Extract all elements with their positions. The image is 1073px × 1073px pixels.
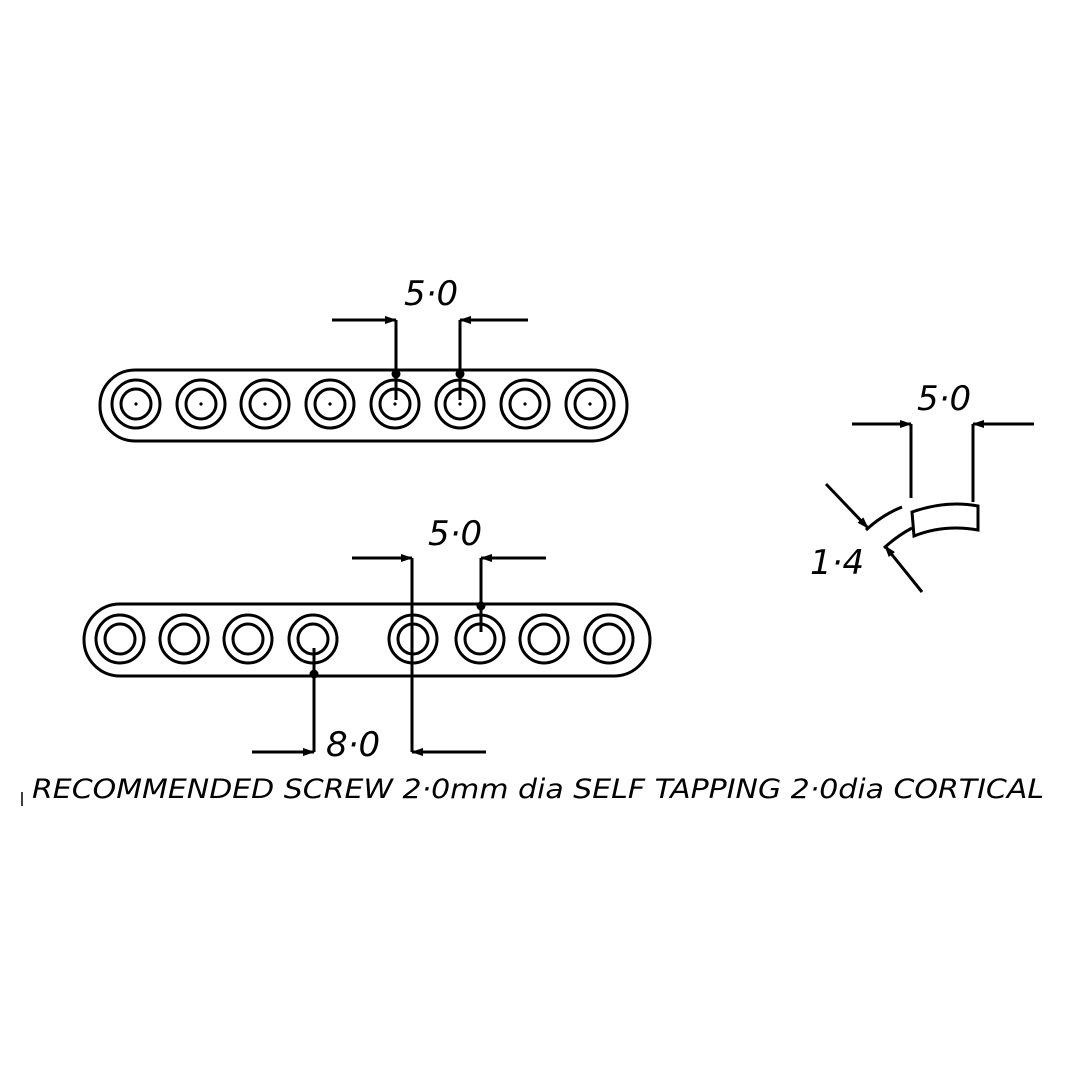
section-width-dimension — [852, 420, 1034, 502]
screw-hole — [222, 613, 274, 665]
section-detail: 5·0 1·4 — [810, 379, 1034, 593]
screw-hole — [239, 378, 291, 430]
bottom-plate: 5·0 8·0 — [82, 514, 652, 765]
plate-cross-section — [910, 502, 980, 539]
screw-hole — [583, 613, 635, 665]
screw-hole — [110, 378, 162, 430]
section-thickness-label: 1·4 — [810, 543, 864, 583]
top-plate: 5·0 — [98, 274, 629, 443]
top-plate-outline — [98, 368, 629, 443]
screw-hole — [499, 378, 551, 430]
screw-hole — [518, 613, 570, 665]
bottom-plate-outline — [82, 602, 652, 678]
bottom-spacing-dimension — [352, 554, 546, 752]
bone-curve — [864, 505, 913, 550]
bottom-plate-holes — [94, 613, 635, 665]
center-spacing-label: 8·0 — [326, 725, 380, 765]
drawing-caption: RECOMMENDED SCREW 2·0mm dia SELF TAPPING… — [32, 774, 1044, 805]
top-plate-holes — [110, 378, 616, 430]
section-thickness-dimension — [824, 482, 924, 593]
section-width-label: 5·0 — [917, 379, 971, 419]
center-spacing-dimension — [252, 648, 486, 756]
top-spacing-dimension — [332, 316, 528, 400]
screw-hole — [94, 613, 146, 665]
screw-hole — [564, 378, 616, 430]
bottom-spacing-label: 5·0 — [428, 514, 482, 554]
screw-hole — [175, 378, 227, 430]
top-spacing-label: 5·0 — [404, 274, 458, 314]
screw-hole — [158, 613, 210, 665]
screw-hole — [304, 378, 356, 430]
